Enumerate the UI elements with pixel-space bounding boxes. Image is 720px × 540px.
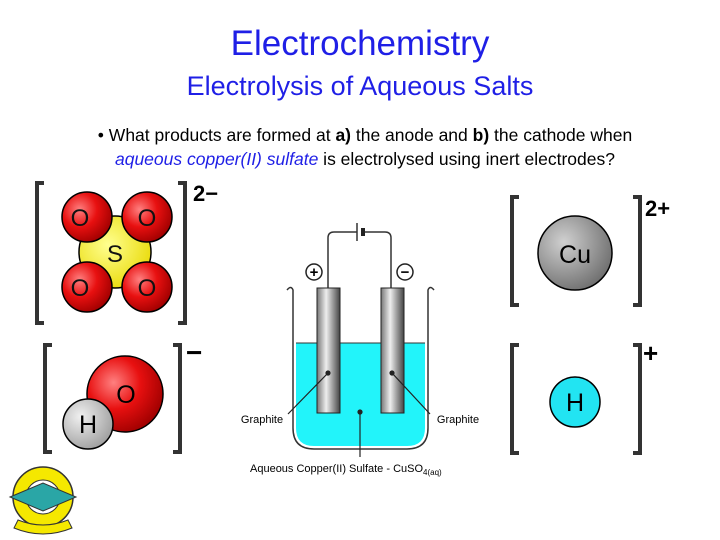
slide-subtitle: Electrolysis of Aqueous Salts xyxy=(186,71,534,101)
hydroxide-ion: O H − xyxy=(62,337,202,450)
atom-label: H xyxy=(79,411,97,439)
anode-label: Graphite xyxy=(241,414,283,426)
atom-label: O xyxy=(71,275,90,302)
oxygen-atom xyxy=(61,261,113,313)
hydrogen-atom xyxy=(62,398,114,450)
q-a: a) xyxy=(335,125,351,145)
q-highlight: aqueous copper(II) sulfate xyxy=(114,149,319,169)
oxygen-atom xyxy=(121,191,173,243)
wire xyxy=(327,231,392,288)
slide-title: Electrochemistry xyxy=(230,24,490,63)
charge-label: − xyxy=(186,337,202,368)
atom-label: O xyxy=(138,275,157,302)
q-text: the anode and xyxy=(351,125,473,145)
atom-label: S xyxy=(107,241,123,268)
charge-label: 2− xyxy=(193,181,218,206)
oxygen-atom xyxy=(121,261,173,313)
charge-label: + xyxy=(643,338,658,368)
plus-terminal-icon xyxy=(305,263,323,281)
atom-label: O xyxy=(138,205,157,232)
anode-sign: + xyxy=(310,264,319,281)
q-text: is electrolysed using inert electrodes? xyxy=(318,149,615,169)
q-b: b) xyxy=(472,125,490,145)
cathode-electrode xyxy=(380,287,405,414)
cathode-sign: − xyxy=(401,264,410,281)
hydrogen-ion: H + xyxy=(549,338,658,428)
atom-label: O xyxy=(71,205,90,232)
atom-label: Cu xyxy=(559,241,591,269)
question-text: • What products are formed at a) the ano… xyxy=(80,123,650,171)
minus-terminal-icon xyxy=(396,263,414,281)
oxygen-atom xyxy=(61,191,113,243)
q-text: the cathode when xyxy=(489,125,633,145)
cathode-label: Graphite xyxy=(437,414,479,426)
electrolysis-cell: + − Graphite Graphite Aqueous Copper(II)… xyxy=(241,223,479,477)
sulfate-ion: S O O O O 2− xyxy=(61,181,218,313)
charge-label: 2+ xyxy=(645,196,670,221)
atom-label: O xyxy=(116,381,135,409)
q-text: What products are formed at xyxy=(103,125,336,145)
atom-label: H xyxy=(566,389,584,417)
school-logo xyxy=(8,466,78,535)
bullet: • xyxy=(97,125,104,145)
anode-electrode xyxy=(316,287,341,414)
copper-ion: Cu 2+ xyxy=(537,196,670,291)
solution-label: Aqueous Copper(II) Sulfate - CuSO4(aq) xyxy=(250,463,442,477)
